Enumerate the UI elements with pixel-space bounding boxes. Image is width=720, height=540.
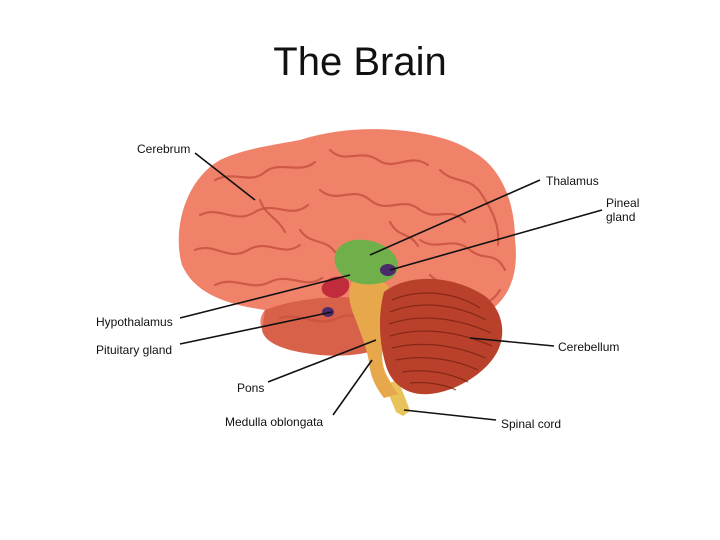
cerebellum-folia (388, 292, 493, 391)
label-cerebellum: Cerebellum (558, 340, 619, 354)
leader-pons (267, 339, 377, 383)
page-title: The Brain (273, 40, 447, 84)
label-hypothalamus: Hypothalamus (96, 315, 173, 329)
label-cerebrum: Cerebrum (137, 142, 190, 156)
label-pons: Pons (237, 381, 264, 395)
label-pituitary: Pituitary gland (96, 343, 172, 357)
cerebellum-shape (379, 278, 503, 395)
leader-thalamus (369, 179, 541, 256)
leader-cerebrum (194, 152, 256, 201)
label-spinal-cord: Spinal cord (501, 417, 561, 431)
leader-medulla (332, 359, 373, 416)
pituitary-gland-shape (322, 307, 334, 317)
leader-cerebellum (469, 337, 555, 347)
label-pineal-line2: gland (606, 210, 635, 224)
cerebrum-gyri (193, 148, 507, 323)
label-pineal-line1: Pineal (606, 196, 639, 210)
label-medulla: Medulla oblongata (225, 415, 323, 429)
brain-illustration (178, 129, 516, 416)
pineal-gland-shape (380, 264, 396, 276)
leader-hypothalamus (179, 274, 351, 319)
leader-pineal (389, 209, 603, 271)
hypothalamus-shape (321, 276, 350, 298)
leader-lines (179, 152, 603, 421)
leader-pituitary (179, 311, 333, 345)
label-thalamus: Thalamus (546, 174, 599, 188)
labels: Cerebrum Thalamus Pineal gland Hypothala… (96, 142, 639, 431)
leader-spinal-cord (403, 409, 497, 421)
